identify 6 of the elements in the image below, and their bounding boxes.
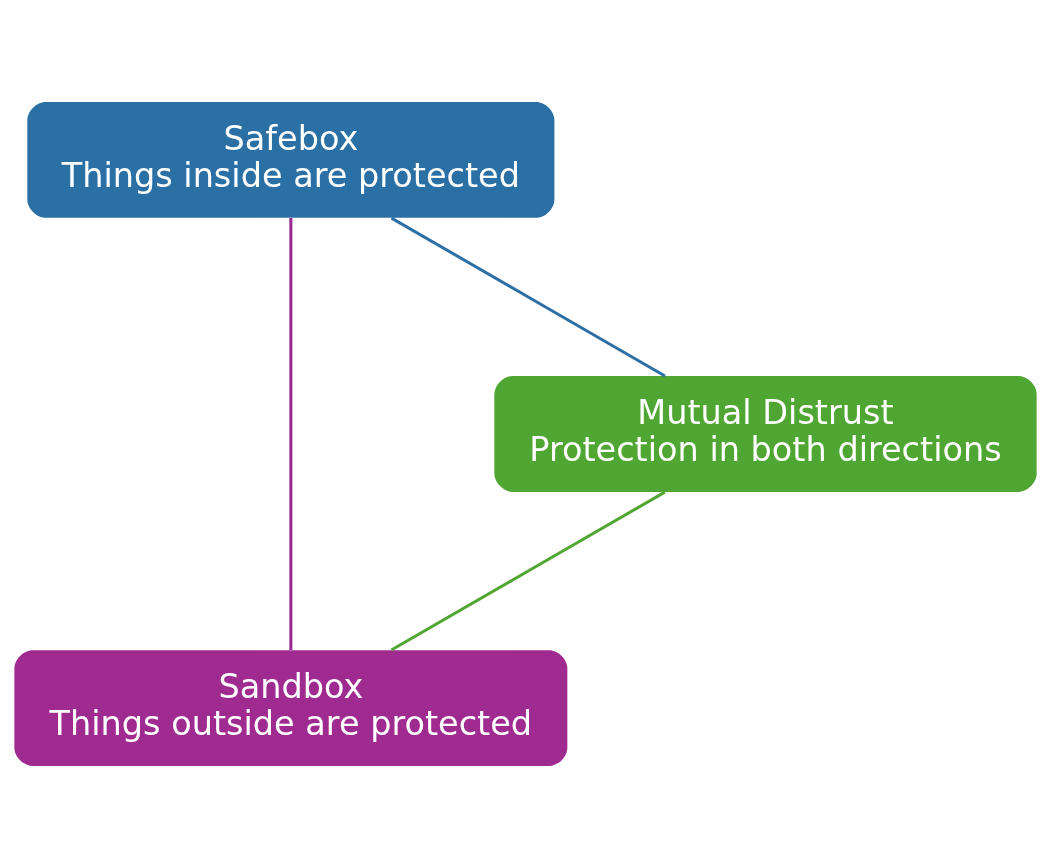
node-box: Mutual Distrust Protection in both directions [494,376,1037,492]
connector [289,217,293,650]
connector [390,216,666,378]
node-box: Sandbox Things outside are protected [14,650,568,766]
node-box: Safebox Things inside are protected [27,102,555,218]
connector [390,490,666,652]
